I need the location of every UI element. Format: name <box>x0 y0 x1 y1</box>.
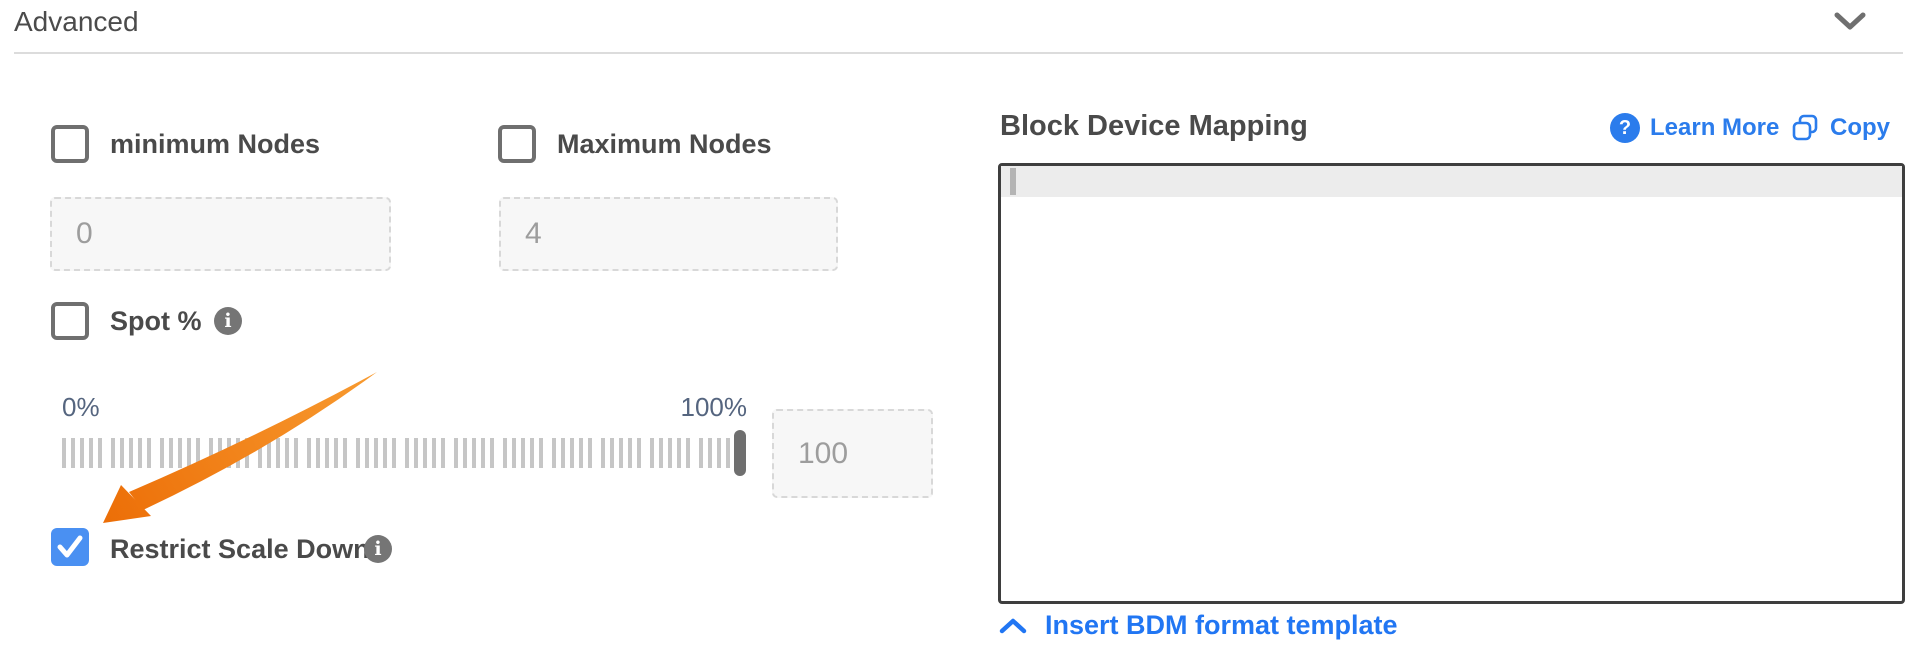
header-divider <box>14 52 1903 54</box>
slider-max-label: 100% <box>680 392 748 422</box>
help-icon: ? <box>1610 113 1640 143</box>
editor-active-line <box>1001 166 1902 197</box>
spot-percent-slider-track[interactable] <box>62 438 745 468</box>
spot-percent-input[interactable] <box>772 409 933 498</box>
maximum-nodes-checkbox[interactable] <box>498 125 536 163</box>
spot-percent-checkbox[interactable] <box>51 302 89 340</box>
editor-cursor <box>1010 168 1016 195</box>
learn-more-link[interactable]: ? Learn More <box>1610 113 1779 143</box>
spot-percent-label: Spot % <box>110 306 202 336</box>
spot-percent-slider-handle[interactable] <box>734 430 746 476</box>
copy-button[interactable]: Copy <box>1790 113 1890 143</box>
bdm-title: Block Device Mapping <box>1000 110 1308 142</box>
insert-bdm-template-link[interactable]: Insert BDM format template <box>999 610 1398 641</box>
minimum-nodes-input[interactable] <box>50 197 391 271</box>
annotation-arrow <box>103 372 377 523</box>
copy-icon <box>1792 114 1818 141</box>
restrict-scale-down-label: Restrict Scale Down <box>110 534 370 564</box>
page-title: Advanced <box>14 6 139 37</box>
restrict-scale-down-checkbox[interactable] <box>51 528 89 566</box>
maximum-nodes-input[interactable] <box>499 197 838 271</box>
checkmark-icon <box>57 535 83 558</box>
spot-info-icon[interactable]: i <box>214 307 242 335</box>
bdm-editor[interactable] <box>998 163 1905 604</box>
slider-min-label: 0% <box>62 392 100 422</box>
slider-labels: 0% 100% <box>62 392 747 423</box>
chevron-down-icon[interactable] <box>1834 12 1866 32</box>
insert-bdm-template-label: Insert BDM format template <box>1045 610 1398 640</box>
chevron-up-icon <box>999 618 1027 633</box>
maximum-nodes-label: Maximum Nodes <box>557 129 772 159</box>
minimum-nodes-checkbox[interactable] <box>51 125 89 163</box>
copy-label: Copy <box>1830 114 1890 141</box>
minimum-nodes-label: minimum Nodes <box>110 129 321 159</box>
learn-more-label: Learn More <box>1650 114 1780 141</box>
restrict-info-icon[interactable]: i <box>364 535 392 563</box>
